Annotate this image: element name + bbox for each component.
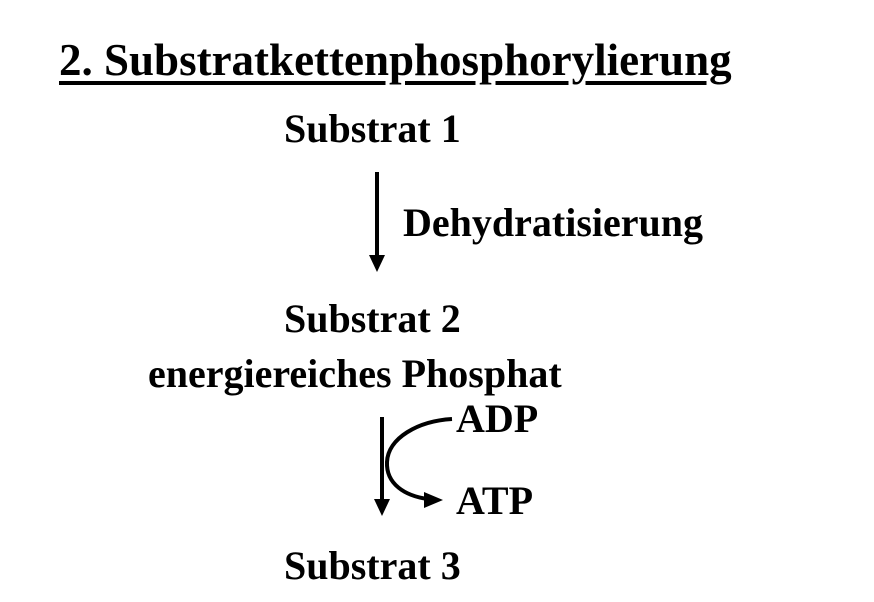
substrate-1-label: Substrat 1 — [284, 106, 461, 151]
substrate-3-label: Substrat 3 — [284, 543, 461, 588]
high-energy-phosphate-label: energiereiches Phosphat — [148, 351, 562, 396]
atp-label: ATP — [456, 478, 534, 523]
dehydration-step-label: Dehydratisierung — [403, 200, 703, 245]
down-arrow-2 — [374, 417, 390, 516]
substrate-2-label: Substrat 2 — [284, 296, 461, 341]
diagram-title: 2. Substratkettenphosphorylierung — [59, 35, 732, 85]
adp-atp-coupling-arrow — [384, 417, 453, 508]
adp-label: ADP — [456, 396, 539, 441]
down-arrow-1 — [369, 172, 385, 272]
